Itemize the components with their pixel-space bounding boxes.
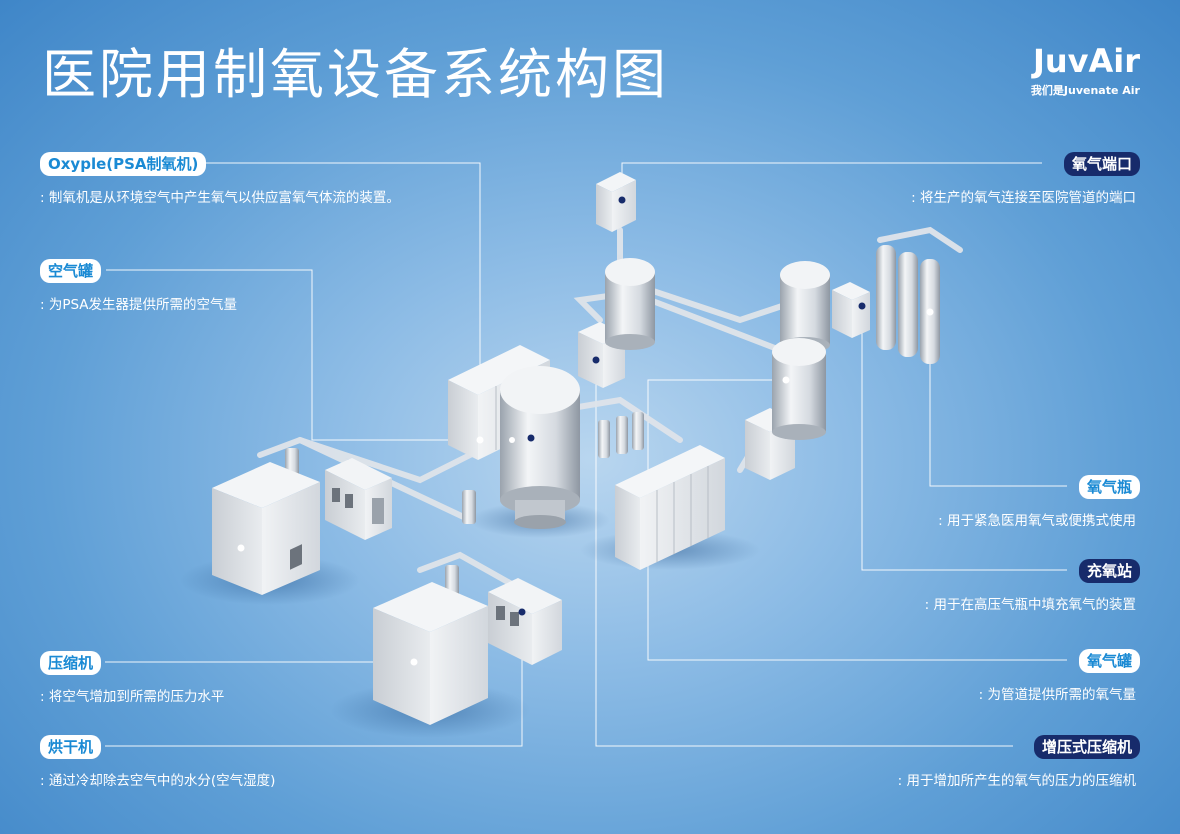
callout-desc-o2-tank: : 为管道提供所需的氧气量	[978, 687, 1136, 703]
callout-label-o2-tank: 氧气罐	[1078, 649, 1140, 673]
brand-logo: JuvAir 我们是Juvenate Air	[1031, 42, 1140, 98]
callout-desc-dryer: : 通过冷却除去空气中的水分(空气湿度)	[40, 773, 276, 789]
callout-desc-o2-cylinder: : 用于紧急医用氧气或便携式使用	[938, 513, 1136, 529]
callout-label-compressor: 压缩机	[40, 651, 102, 675]
oxygen-tank-3	[772, 338, 826, 440]
oxygen-cylinders	[876, 245, 940, 364]
filling-station	[832, 282, 870, 338]
callout-desc-filling: : 用于在高压气瓶中填充氧气的装置	[924, 597, 1136, 613]
callout-label-filling: 充氧站	[1078, 559, 1140, 583]
callout-label-air-tank: 空气罐	[40, 259, 102, 283]
callout-desc-air-tank: : 为PSA发生器提供所需的空气量	[40, 297, 238, 313]
leader-o2-cylinder	[929, 312, 1067, 487]
compressor-2	[373, 582, 488, 725]
callout-desc-booster: : 用于增加所产生的氧气的压力的压缩机	[897, 773, 1136, 789]
callout-label-oxyple: Oxyple(PSA制氧机)	[40, 152, 207, 176]
dryer-1	[325, 458, 392, 540]
callout-label-o2-port: 氧气端口	[1063, 152, 1140, 176]
callout-label-o2-cylinder: 氧气瓶	[1078, 475, 1140, 499]
leader-booster	[595, 360, 1013, 747]
dryer-2	[488, 578, 562, 665]
logo-tagline: 我们是Juvenate Air	[1030, 84, 1140, 97]
page-title: 医院用制氧设备系统构图	[42, 43, 669, 106]
leader-lines	[105, 162, 1067, 747]
logo-wordmark: JuvAir	[1032, 42, 1140, 80]
callout-label-booster: 增压式压缩机	[1033, 735, 1140, 759]
oxygen-tank-1	[605, 258, 655, 350]
callout-desc-o2-port: : 将生产的氧气连接至医院管道的端口	[911, 190, 1136, 206]
callout-label-dryer: 烘干机	[40, 735, 102, 759]
psa-oxygen-generator-front	[615, 445, 725, 570]
leader-oxyple	[195, 162, 481, 440]
leader-filling	[861, 306, 1067, 571]
leader-air-tank	[106, 269, 512, 441]
callout-desc-compressor: : 将空气增加到所需的压力水平	[40, 689, 225, 705]
oxygen-port	[596, 172, 636, 232]
callout-desc-oxyple: : 制氧机是从环境空气中产生氧气以供应富氧气体流的装置。	[40, 190, 400, 206]
compressor-1	[212, 462, 320, 595]
air-tank	[500, 366, 580, 529]
